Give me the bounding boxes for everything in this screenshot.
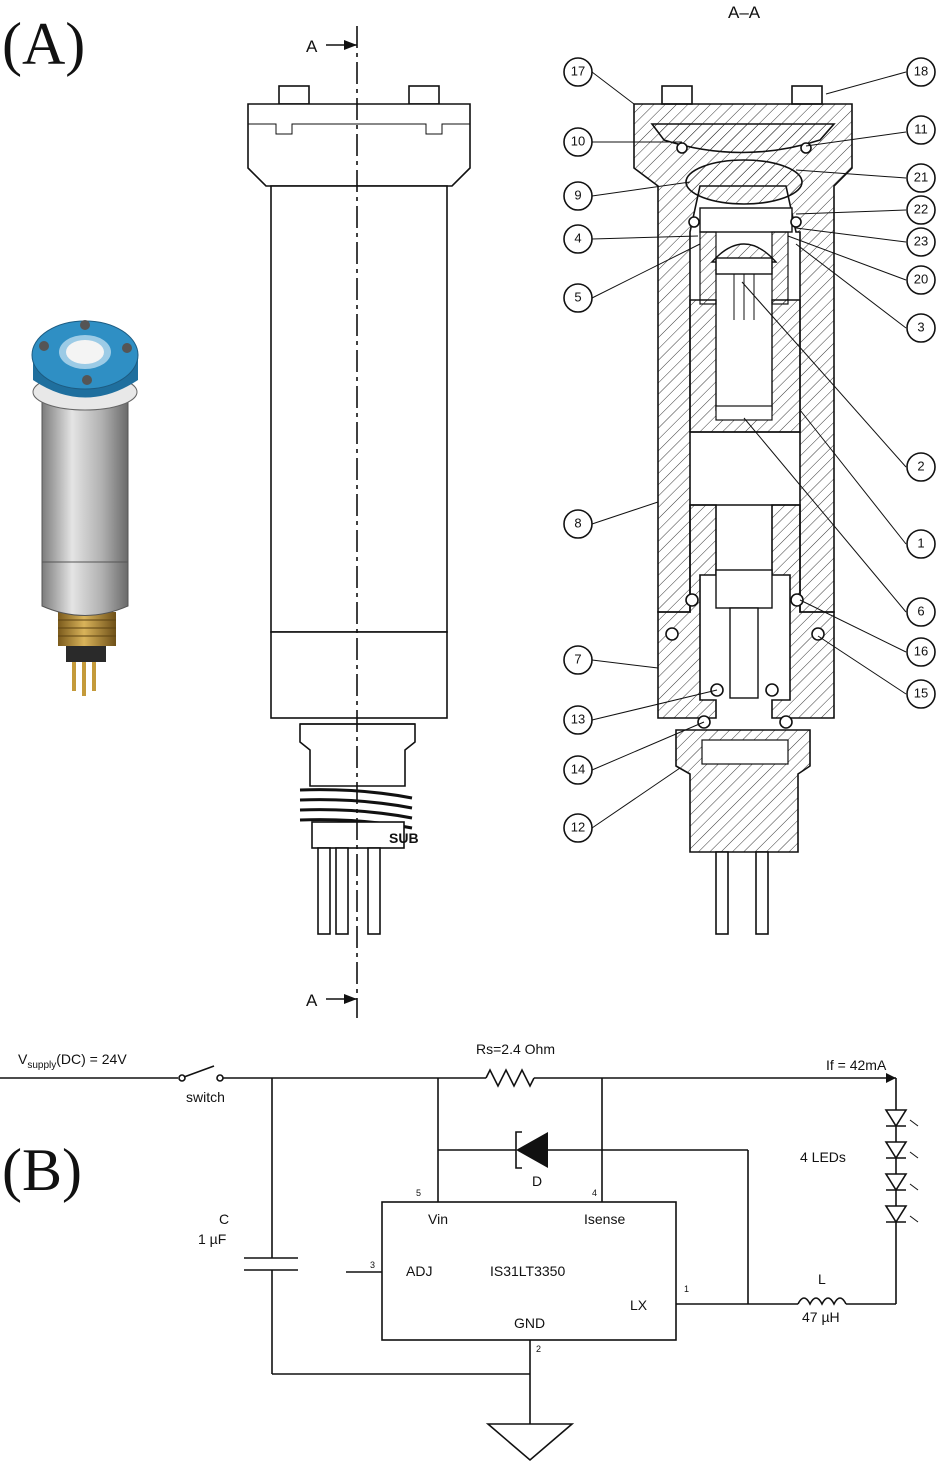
diode-symbol — [516, 1132, 548, 1168]
callout-6: 6 — [906, 597, 936, 627]
callout-18: 18 — [906, 57, 936, 87]
capacitor-name: C — [219, 1211, 229, 1227]
svg-text:5: 5 — [416, 1188, 421, 1198]
svg-text:2: 2 — [536, 1344, 541, 1354]
callout-1: 1 — [906, 529, 936, 559]
svg-text:15: 15 — [914, 685, 928, 700]
callout-20: 20 — [906, 265, 936, 295]
thread-mark: SUB — [389, 830, 419, 846]
side-view-drawing: SUB A A — [247, 26, 471, 1018]
callout-8: 8 — [563, 509, 593, 539]
callout-11: 11 — [906, 115, 936, 145]
supply-label: Vsupply(DC) = 24V — [18, 1051, 127, 1071]
callout-12: 12 — [563, 813, 593, 843]
panel-label-a: (A) — [2, 11, 85, 77]
led-string — [884, 1109, 919, 1224]
callout-4: 4 — [563, 224, 593, 254]
callout-7: 7 — [563, 645, 593, 675]
section-view-drawing: A–A — [633, 3, 853, 935]
ic-pin-isense: Isense — [584, 1211, 625, 1227]
ic-name: IS31LT3350 — [490, 1263, 565, 1279]
svg-text:13: 13 — [571, 711, 585, 726]
svg-text:5: 5 — [574, 289, 581, 304]
svg-text:11: 11 — [914, 121, 928, 136]
inductor-value: 47 µH — [802, 1309, 840, 1325]
callout-3: 3 — [906, 313, 936, 343]
svg-text:4: 4 — [574, 230, 581, 245]
inductor-name: L — [818, 1271, 826, 1287]
svg-text:8: 8 — [574, 515, 581, 530]
callout-13: 13 — [563, 705, 593, 735]
svg-text:3: 3 — [370, 1260, 375, 1270]
svg-text:3: 3 — [917, 319, 924, 334]
current-arrow — [886, 1073, 896, 1083]
switch-lever — [183, 1065, 215, 1078]
callout-23: 23 — [906, 227, 936, 257]
svg-text:1: 1 — [684, 1284, 689, 1294]
svg-text:16: 16 — [914, 643, 928, 658]
ground-symbol — [485, 1423, 575, 1462]
callout-15: 15 — [906, 679, 936, 709]
svg-text:22: 22 — [914, 201, 928, 216]
svg-text:10: 10 — [571, 133, 585, 148]
diode-label: D — [532, 1173, 542, 1189]
ic-pin-vin: Vin — [428, 1211, 448, 1227]
resistor-rs — [485, 1068, 535, 1088]
ic-pin-gnd: GND — [514, 1315, 545, 1331]
callout-17: 17 — [563, 57, 593, 87]
callout-5: 5 — [563, 283, 593, 313]
callout-10: 10 — [563, 127, 593, 157]
svg-text:2: 2 — [917, 458, 924, 473]
panel-label-b: (B) — [2, 1137, 82, 1203]
render-3d-housing — [31, 320, 139, 696]
section-title: A–A — [728, 3, 761, 22]
svg-text:4: 4 — [592, 1188, 597, 1198]
svg-text:12: 12 — [571, 819, 585, 834]
svg-text:1: 1 — [917, 535, 924, 550]
current-label: If = 42mA — [826, 1057, 887, 1073]
callouts: 17 18 10 11 9 21 22 4 23 20 5 3 2 8 1 6 … — [563, 57, 936, 843]
led-label: 4 LEDs — [800, 1149, 846, 1165]
section-marker-bottom: A — [306, 991, 318, 1010]
svg-text:21: 21 — [914, 169, 928, 184]
svg-text:17: 17 — [571, 63, 585, 78]
svg-text:14: 14 — [571, 761, 585, 776]
callout-21: 21 — [906, 163, 936, 193]
svg-text:6: 6 — [917, 603, 924, 618]
capacitor-value: 1 µF — [198, 1231, 226, 1247]
switch-contact-right — [216, 1074, 224, 1082]
callout-16: 16 — [906, 637, 936, 667]
ic-pin-lx: LX — [630, 1297, 648, 1313]
callout-22: 22 — [906, 195, 936, 225]
callout-14: 14 — [563, 755, 593, 785]
svg-text:23: 23 — [914, 233, 928, 248]
resistor-label: Rs=2.4 Ohm — [476, 1041, 555, 1057]
section-marker-top: A — [306, 37, 318, 56]
callout-9: 9 — [563, 181, 593, 211]
switch-label: switch — [186, 1089, 225, 1105]
switch-contact-left — [178, 1074, 186, 1082]
svg-text:18: 18 — [914, 63, 928, 78]
svg-text:7: 7 — [574, 651, 581, 666]
svg-text:9: 9 — [574, 187, 581, 202]
inductor-l — [797, 1297, 847, 1306]
callout-2: 2 — [906, 452, 936, 482]
svg-text:20: 20 — [914, 271, 928, 286]
circuit-schematic: Vsupply(DC) = 24V switch Rs=2.4 Ohm If =… — [0, 1041, 919, 1462]
ic-pin-adj: ADJ — [406, 1263, 432, 1279]
ic-body — [381, 1201, 677, 1341]
